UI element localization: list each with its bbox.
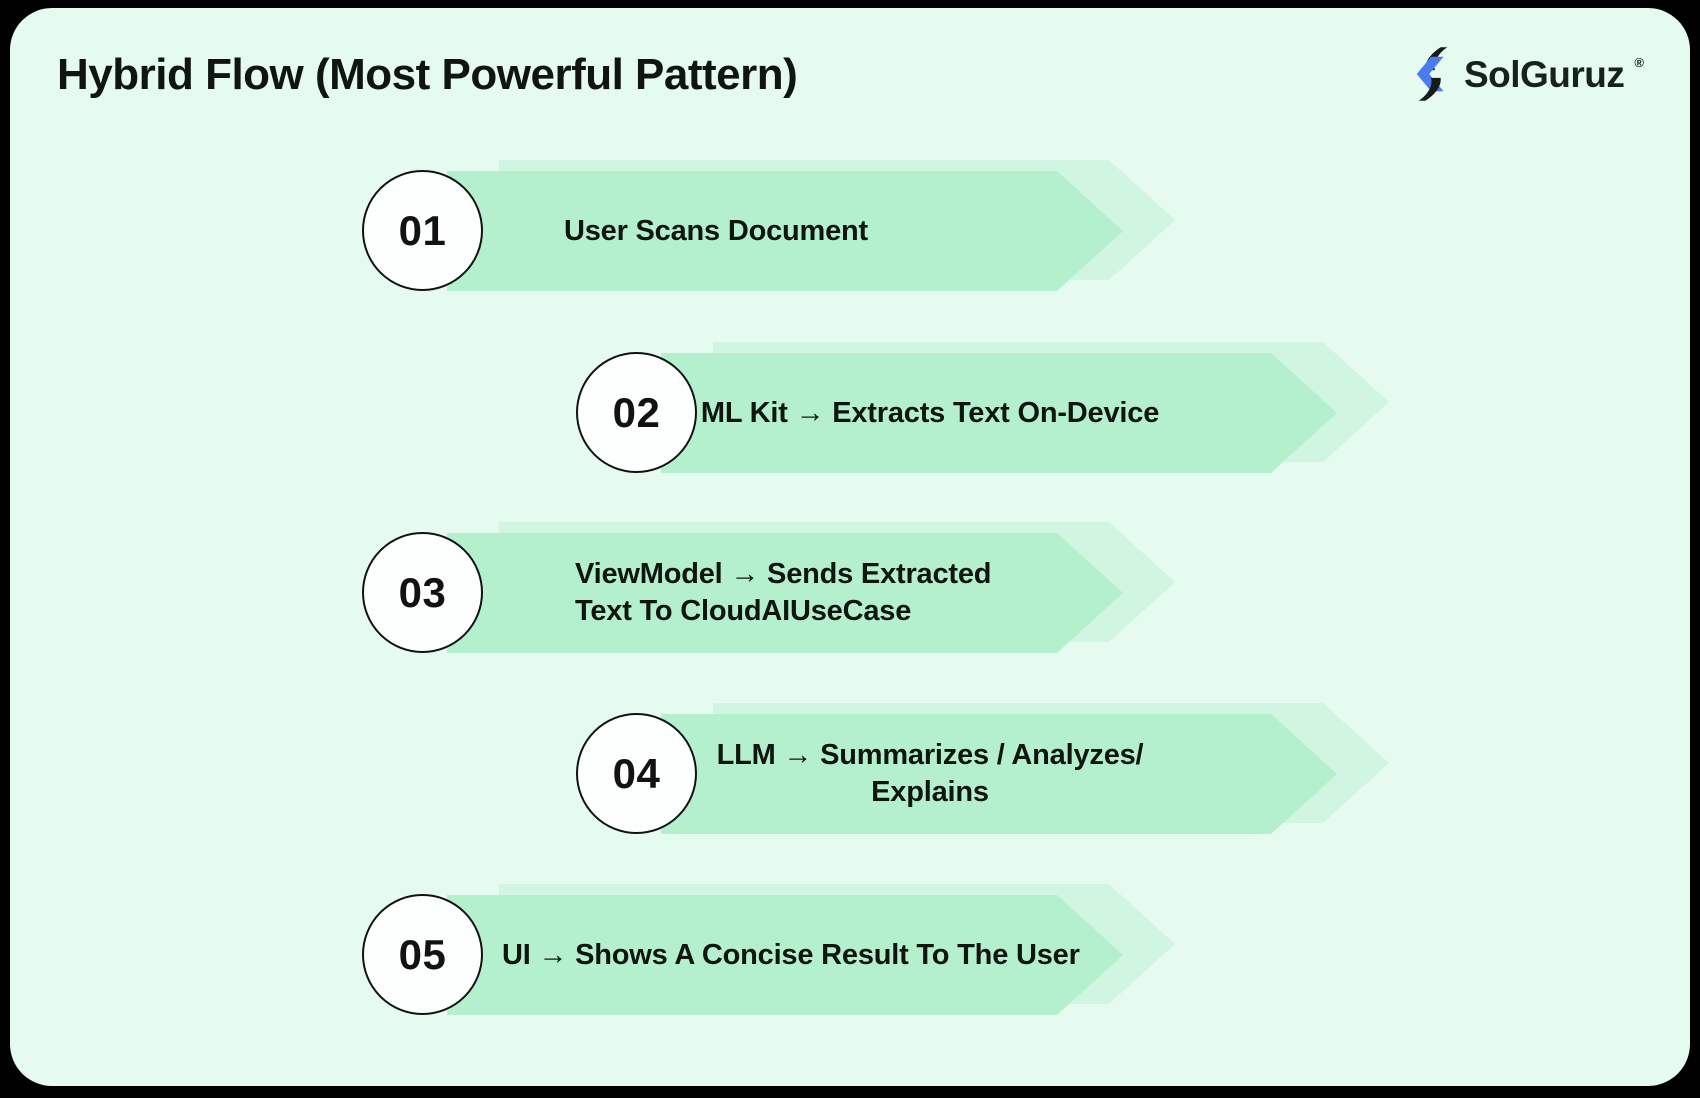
step-number-badge: 01: [362, 170, 483, 291]
step-label-line: Text To CloudAIUseCase: [575, 595, 912, 627]
step-label: UI → Shows A Concise Result To The User: [502, 895, 1080, 1015]
step-label: ML Kit → Extracts Text On-Device: [661, 353, 1199, 473]
step-label-line: User Scans Document: [563, 214, 869, 247]
step-banner-arrow: User Scans Document: [447, 171, 1123, 291]
step-label: User Scans Document: [447, 171, 985, 291]
step-number: 04: [612, 749, 661, 797]
step-label-line: LLM → Summarizes / Analyzes/ Explains: [716, 739, 1144, 808]
step-number: 03: [398, 568, 447, 616]
step-number: 02: [612, 388, 661, 436]
brand-logo: SolGuruz ®: [1411, 46, 1644, 102]
step-banner-arrow: UI → Shows A Concise Result To The User: [447, 895, 1123, 1015]
step-number-badge: 02: [576, 352, 697, 473]
brand-name: SolGuruz: [1463, 53, 1625, 95]
step-banner-arrow: ML Kit → Extracts Text On-Device: [661, 353, 1337, 473]
solguruz-logo-icon: [1411, 46, 1455, 102]
step-number: 05: [398, 930, 447, 978]
step-number: 01: [398, 206, 447, 254]
step-label-line: ML Kit → Extracts Text On-Device: [700, 396, 1160, 429]
step-label: LLM → Summarizes / Analyzes/ Explains: [661, 714, 1199, 834]
step-number-badge: 04: [576, 713, 697, 834]
step-number-badge: 05: [362, 894, 483, 1015]
registered-mark: ®: [1634, 54, 1644, 70]
page-title: Hybrid Flow (Most Powerful Pattern): [57, 50, 798, 99]
step-label-line: UI → Shows A Concise Result To The User: [502, 938, 1080, 971]
step-label-line: ViewModel → Sends Extracted: [575, 558, 992, 590]
step-banner-arrow: LLM → Summarizes / Analyzes/ Explains: [661, 714, 1337, 834]
step-number-badge: 03: [362, 532, 483, 653]
